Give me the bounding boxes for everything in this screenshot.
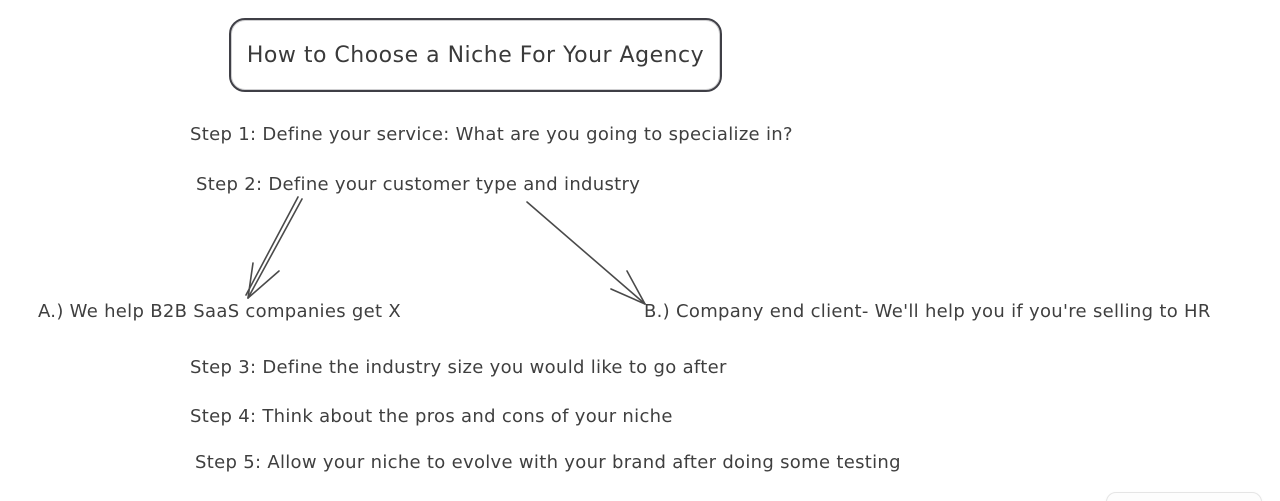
step-4-text[interactable]: Step 4: Think about the pros and cons of… — [190, 406, 673, 427]
step-3-text[interactable]: Step 3: Define the industry size you wou… — [190, 357, 727, 378]
step-2-text[interactable]: Step 2: Define your customer type and in… — [196, 174, 641, 195]
bottom-right-panel[interactable] — [1106, 492, 1262, 501]
diagram-title: How to Choose a Niche For Your Agency — [246, 42, 705, 68]
option-a-text[interactable]: A.) We help B2B SaaS companies get X — [38, 301, 402, 322]
arrow-to-option-a[interactable] — [245, 196, 303, 299]
step-1-text[interactable]: Step 1: Define your service: What are yo… — [190, 124, 793, 145]
arrow-to-option-b[interactable] — [526, 201, 646, 305]
title-box[interactable]: How to Choose a Niche For Your Agency — [229, 18, 722, 92]
option-b-text[interactable]: B.) Company end client- We'll help you i… — [644, 301, 1211, 322]
step-5-text[interactable]: Step 5: Allow your niche to evolve with … — [195, 452, 901, 473]
